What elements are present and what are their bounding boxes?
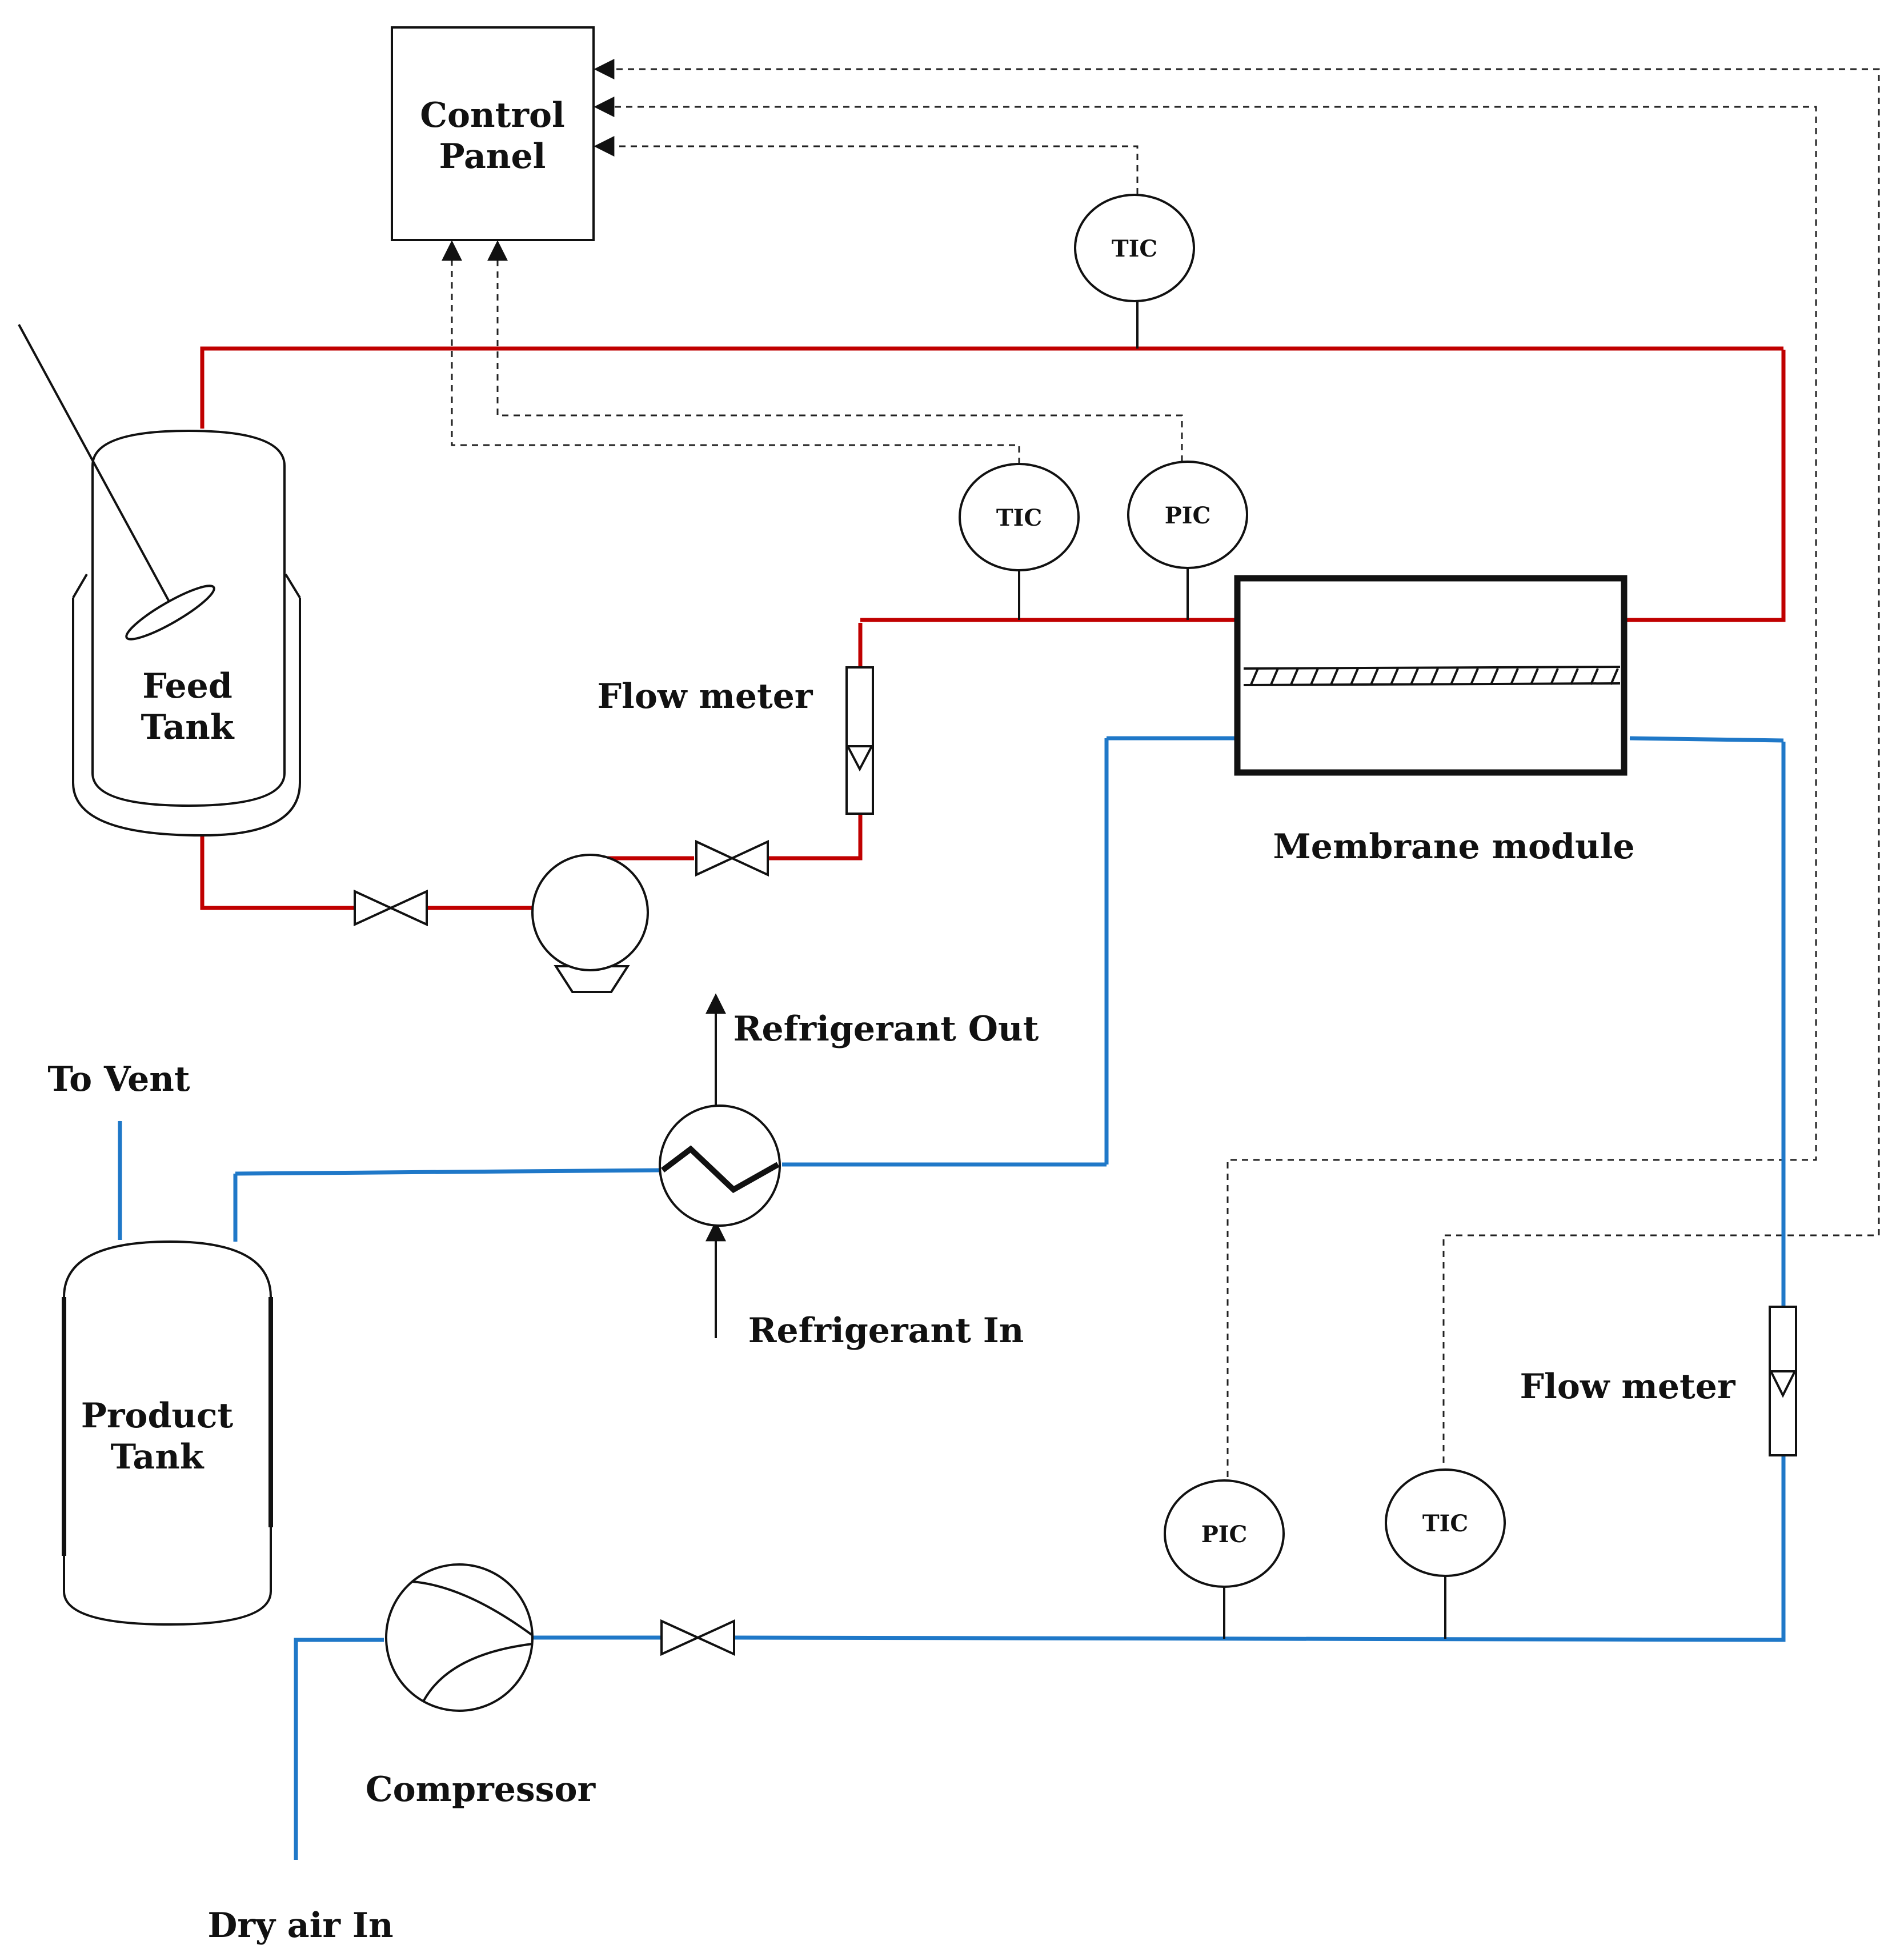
- valve-icon: [354, 889, 428, 927]
- product-tank-label-line2: Tank: [111, 1437, 205, 1477]
- compressor-label: Compressor: [366, 1770, 596, 1810]
- control-panel: Control Panel: [391, 26, 595, 241]
- pic-feed-label: PIC: [1165, 502, 1211, 529]
- hot-line-to-flowmeter: [768, 813, 863, 861]
- tic-feed-label: TIC: [996, 505, 1042, 531]
- tic-air-label: TIC: [1422, 1510, 1468, 1537]
- heat-exchanger-icon: [659, 993, 781, 1338]
- hot-line-retentate-return: [1624, 349, 1786, 622]
- to-vent-label: To Vent: [47, 1059, 190, 1099]
- pic-feed-instrument: PIC: [1127, 461, 1248, 620]
- tic-top-instrument: TIC: [1074, 194, 1195, 349]
- tic-feed-instrument: TIC: [959, 463, 1080, 620]
- cold-line-air-header: [733, 1635, 1781, 1642]
- cold-line-to-membrane: [1629, 736, 1784, 743]
- agitator-shaft: [18, 324, 173, 606]
- cold-stream: [118, 736, 1786, 1860]
- flow-meter-top-label: Flow meter: [597, 677, 813, 717]
- signal-line-tic-feed: [442, 240, 1020, 464]
- membrane-module-icon: [1234, 575, 1628, 776]
- hot-line-feed-outlet: [200, 835, 354, 910]
- feed-tank-label-line1: Feed: [142, 666, 233, 706]
- hot-line-top-return: [200, 346, 1783, 429]
- cold-line-header-riser: [1781, 1456, 1786, 1642]
- tic-top-label: TIC: [1112, 235, 1157, 262]
- rotameter-icon: [845, 666, 874, 815]
- feed-tank-icon: Feed Tank: [18, 324, 301, 837]
- valve-icon: [695, 839, 769, 877]
- membrane-module-label: Membrane module: [1273, 827, 1634, 867]
- refrigerant-out-label: Refrigerant Out: [733, 1009, 1039, 1049]
- product-tank-icon: Product Tank: [62, 1240, 273, 1626]
- control-panel-label-line1: Control: [420, 95, 565, 135]
- signal-line-tic-top: [594, 136, 1139, 194]
- tic-air-instrument: TIC: [1385, 1468, 1506, 1639]
- compressor-icon: [385, 1563, 534, 1712]
- cold-line-dry-air-in: [294, 1638, 384, 1860]
- pic-air-label: PIC: [1201, 1521, 1248, 1548]
- dry-air-in-label: Dry air In: [207, 1906, 393, 1945]
- valve-icon: [660, 1619, 735, 1656]
- signal-lines: [442, 59, 1880, 1477]
- refrigerant-in-label: Refrigerant In: [748, 1311, 1024, 1351]
- signal-line-pic-feed: [487, 240, 1183, 462]
- membrane-hatch: [1250, 668, 1619, 685]
- product-tank-label-line1: Product: [81, 1396, 234, 1436]
- flow-meter-bottom-label: Flow meter: [1520, 1367, 1735, 1407]
- signal-line-tic-air: [594, 59, 1880, 1463]
- pic-air-instrument: PIC: [1164, 1479, 1285, 1639]
- feed-tank-label-line2: Tank: [141, 707, 235, 747]
- cold-line-hx-to-product: [235, 1168, 663, 1176]
- centrifugal-pump-icon: [531, 854, 649, 993]
- control-panel-label-line2: Panel: [439, 137, 546, 177]
- signal-line-pic-air: [594, 97, 1817, 1477]
- rotameter-icon: [1769, 1306, 1797, 1456]
- agitator-icon: [125, 585, 215, 641]
